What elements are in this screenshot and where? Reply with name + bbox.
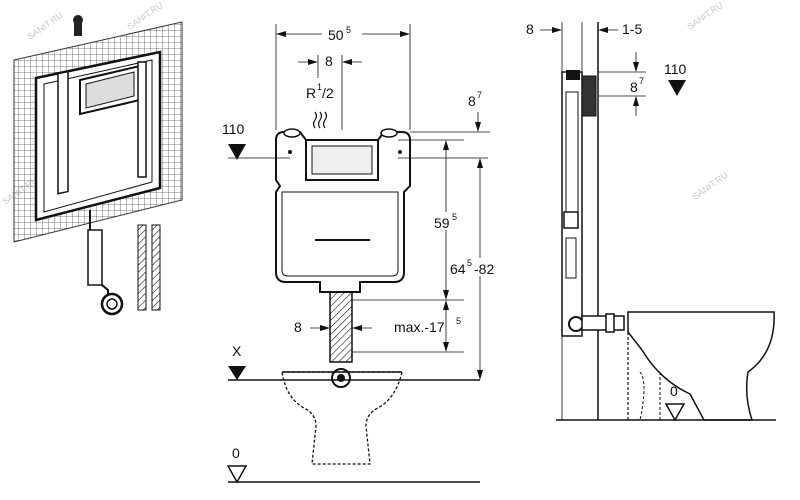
- side-top-offset-label: 8: [630, 79, 638, 95]
- water-inlet-icon: [312, 111, 328, 129]
- pipe-max-sup: 5: [456, 316, 461, 326]
- top-offset-label: 8: [468, 93, 476, 109]
- side-frame: [561, 71, 583, 337]
- inlet-thread-label: R: [306, 85, 316, 101]
- toilet-side: [627, 311, 775, 421]
- watermark-5: SANIT.RU: [690, 170, 729, 202]
- level-x-marker-icon: [228, 366, 246, 380]
- side-wall-offset-label: 8: [526, 21, 534, 37]
- height-tank-sup: 5: [452, 212, 457, 222]
- level-110-label: 110: [222, 121, 245, 137]
- side-level-0-marker-icon: [664, 403, 686, 422]
- top-offset-sup: 7: [477, 90, 482, 100]
- side-view: 8 1-5 8 7 110 0: [526, 21, 776, 422]
- side-top-offset-sup: 7: [639, 76, 644, 86]
- inlet-thread-sup: 1: [317, 82, 322, 92]
- level-0-label: 0: [232, 445, 240, 461]
- inlet-thread-sub: /2: [322, 85, 334, 101]
- height-tank-label: 59: [434, 215, 450, 231]
- height-range-rest: -82: [474, 261, 494, 277]
- watermark-4: SANIT.RU: [685, 0, 724, 32]
- front-view: 50 5 8 R 1 /2 8 7 110 59 5: [222, 24, 508, 484]
- flush-pipe: [329, 291, 353, 363]
- pipe-max-label: max.-17: [394, 319, 445, 335]
- toilet-front: [281, 371, 403, 465]
- side-level-110-marker-icon: [668, 80, 686, 96]
- height-range-label: 64: [450, 261, 466, 277]
- level-110-marker-icon: [228, 144, 246, 160]
- watermark-1: SANIT.RU: [25, 10, 64, 42]
- width-top-label: 50: [328, 27, 344, 43]
- side-level-110-label: 110: [664, 61, 687, 77]
- inlet-offset-label: 8: [325, 53, 333, 69]
- pipe-width-label: 8: [294, 319, 302, 335]
- side-depth-range-label: 1-5: [622, 21, 642, 37]
- height-range-sup: 5: [467, 258, 472, 268]
- side-level-0-label: 0: [670, 383, 678, 399]
- frame-3d-illustration: [13, 15, 183, 316]
- level-x-label: X: [232, 343, 242, 359]
- level-0-marker-icon: [226, 465, 248, 484]
- width-top-sup: 5: [346, 25, 351, 35]
